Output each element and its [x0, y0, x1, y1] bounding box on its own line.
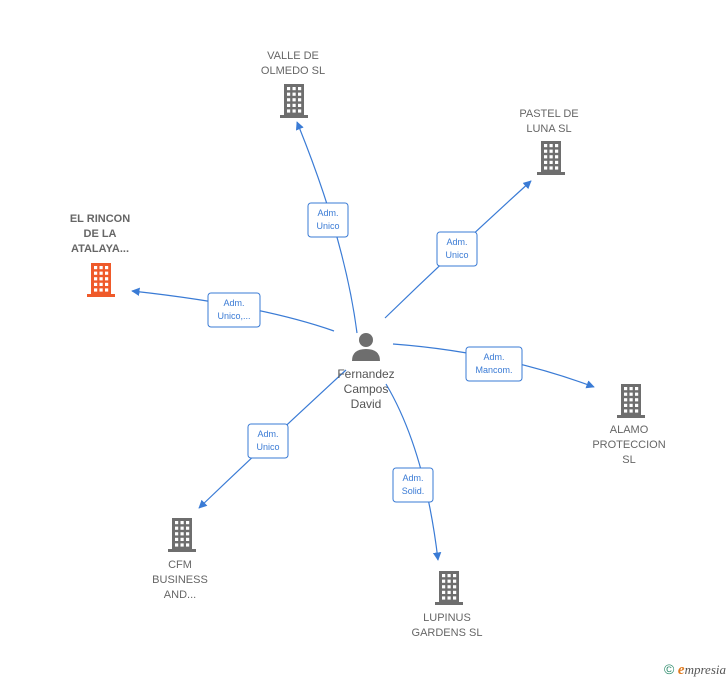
company-name-line: VALLE DE [267, 50, 319, 62]
edge-label-line: Mancom. [475, 365, 512, 375]
company-name-line: CFM [168, 559, 192, 571]
edge-label-line: Unico,... [217, 311, 250, 321]
company-name-line: PROTECCION [592, 439, 665, 451]
brand-logo-initial: e [677, 662, 685, 678]
company-name-line: SL [622, 454, 635, 466]
edge-rincon: Adm. Unico,... [131, 287, 335, 332]
company-name-line: ALAMO [610, 424, 649, 436]
edge-label-box [392, 467, 434, 503]
edge-label-box [436, 231, 478, 267]
company-name-line: PASTEL DE [519, 108, 578, 120]
edge-label-line: Adm. [257, 429, 278, 439]
edge-label-box [465, 346, 523, 382]
company-node-cfm[interactable]: CFM BUSINESS AND... [152, 518, 208, 601]
edge-label-line: Unico [256, 442, 279, 452]
company-node-rincon[interactable]: EL RINCON DE LA ATALAYA... [70, 213, 130, 297]
company-node-alamo[interactable]: ALAMO PROTECCION SL [592, 384, 666, 466]
company-node-lupinus[interactable]: LUPINUS GARDENS SL [412, 571, 483, 639]
person-icon [352, 333, 380, 361]
copyright-icon: © [663, 661, 675, 677]
copyright-footer: © empresia [664, 661, 726, 679]
edge-label-line: Adm. [483, 352, 504, 362]
person-name-line: Campos [344, 382, 389, 396]
edge-label-line: Unico [316, 221, 339, 231]
company-node-valle[interactable]: VALLE DE OLMEDO SL [261, 50, 325, 118]
person-name-line: David [351, 397, 382, 411]
company-name-line: EL RINCON [70, 213, 130, 225]
edge-label-line: Adm. [223, 298, 244, 308]
company-name-line: GARDENS SL [412, 627, 483, 639]
edge-label-box [307, 202, 349, 238]
building-icon [435, 571, 463, 605]
company-name-line: BUSINESS [152, 574, 208, 586]
edge-label-box [207, 292, 261, 328]
building-icon [87, 263, 115, 297]
company-name-line: LUNA SL [526, 123, 571, 135]
edge-alamo: Adm. Mancom. [392, 343, 595, 389]
company-name-line: AND... [164, 589, 196, 601]
building-icon [168, 518, 196, 552]
edge-pastel: Adm. Unico [384, 180, 532, 319]
company-node-pastel[interactable]: PASTEL DE LUNA SL [519, 108, 579, 175]
building-icon [280, 84, 308, 118]
edge-label-line: Adm. [317, 208, 338, 218]
edge-label-line: Adm. [446, 237, 467, 247]
edge-label-line: Adm. [402, 473, 423, 483]
edge-label-box [247, 423, 289, 459]
building-icon [617, 384, 645, 418]
brand-name: mpresia [684, 662, 726, 677]
edge-label-line: Unico [445, 250, 468, 260]
edge-valle: Adm. Unico [295, 121, 358, 334]
edge-cfm: Adm. Unico [198, 369, 347, 509]
edge-line [385, 383, 442, 561]
company-name-line: DE LA [84, 228, 117, 240]
company-name-line: OLMEDO SL [261, 65, 325, 77]
edge-lupinus: Adm. Solid. [385, 383, 442, 561]
building-icon [537, 141, 565, 175]
edge-label-line: Solid. [402, 486, 425, 496]
person-name-line: Fernandez [337, 367, 394, 381]
company-name-line: ATALAYA... [71, 243, 129, 255]
company-name-line: LUPINUS [423, 612, 471, 624]
